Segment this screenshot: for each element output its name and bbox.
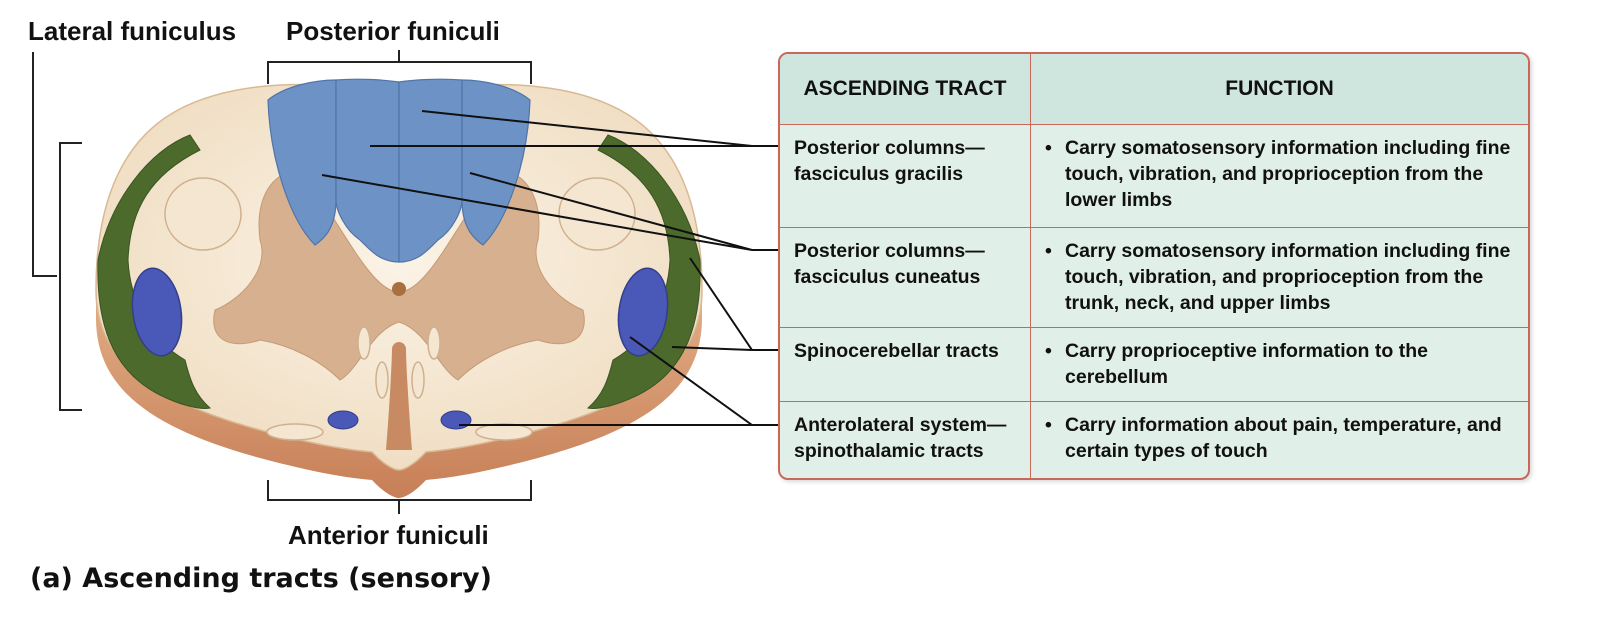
tract-name: Posterior columns— fasciculus gracilis: [780, 124, 1031, 228]
anterior-median-fissure: [386, 342, 412, 450]
central-canal: [392, 282, 406, 296]
figure-caption: (a) Ascending tracts (sensory): [30, 563, 492, 594]
spinothalamic-lateral-left: [131, 267, 183, 357]
posterior-funiculi-bracket: [267, 50, 532, 84]
fasciculus-gracilis-left: [335, 78, 400, 263]
spinothalamic-lateral-right: [617, 267, 669, 357]
spinothalamic-anterior-left: [327, 410, 359, 430]
lateral-funiculus-bracket: [32, 52, 82, 411]
leader-gracilis: [370, 110, 778, 147]
tract-name: Posterior columns— fasciculus cuneatus: [780, 227, 1031, 328]
posterior-columns: [267, 78, 531, 263]
lateral-funiculus-label: Lateral funiculus: [28, 16, 237, 46]
fasciculus-gracilis-right: [398, 78, 463, 263]
spinothalamic-anterior-right: [440, 410, 472, 430]
leader-cuneatus: [321, 172, 778, 251]
bullet: •: [1045, 136, 1052, 159]
fasciculus-cuneatus-left: [267, 79, 337, 246]
header-function: FUNCTION: [1030, 54, 1528, 125]
white-matter: [95, 83, 703, 471]
leader-spinocerebellar: [671, 257, 778, 351]
table-row: Spinocerebellar tracts • Carry propriocep…: [780, 327, 1528, 402]
table-row: Anterolateral system— spinothalamic trac…: [780, 401, 1528, 478]
tract-function: Carry proprioceptive information to the …: [1065, 339, 1428, 388]
table-row: Posterior columns— fasciculus cuneatus •…: [780, 227, 1528, 328]
posterior-funiculi-label: Posterior funiculi: [286, 16, 500, 46]
table-row: Posterior columns— fasciculus gracilis •…: [780, 124, 1528, 228]
tract-name: Anterolateral system— spinothalamic trac…: [780, 401, 1031, 478]
anterior-funiculi-bracket: [267, 480, 532, 514]
ascending-tracts-table: ASCENDING TRACT FUNCTION Posterior colum…: [778, 52, 1530, 480]
bullet: •: [1045, 413, 1052, 436]
anterior-funiculi-label: Anterior funiculi: [288, 520, 489, 550]
tract-function: Carry somatosensory information includin…: [1065, 136, 1511, 211]
leader-lines: [321, 110, 778, 426]
cord-edge: [96, 290, 702, 498]
spinocerebellar-tract-right: [586, 134, 701, 409]
header-ascending-tract: ASCENDING TRACT: [780, 54, 1031, 125]
tract-name: Spinocerebellar tracts: [780, 327, 1031, 402]
spinocerebellar-tract-left: [97, 134, 212, 409]
leader-spinothalamic: [459, 336, 778, 426]
other-tracts: [164, 177, 636, 441]
bullet: •: [1045, 339, 1052, 362]
tract-function: Carry somatosensory information includin…: [1065, 239, 1511, 314]
bullet: •: [1045, 239, 1052, 262]
tract-function: Carry information about pain, temperatur…: [1065, 413, 1502, 462]
